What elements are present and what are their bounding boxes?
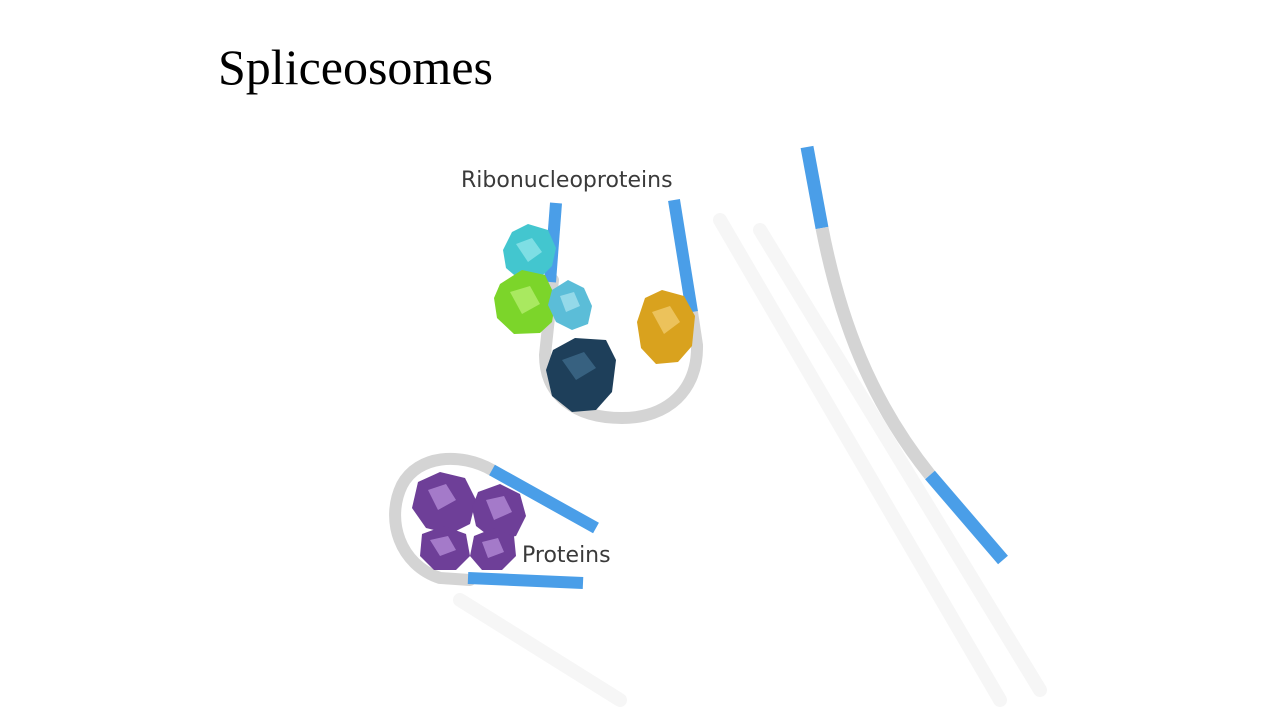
exon-segment-lower-top <box>489 464 599 534</box>
mrna-strand-right <box>800 145 1008 565</box>
protein-cluster <box>412 472 526 570</box>
intron-segment-right <box>815 226 936 480</box>
exon-segment-lower-bottom <box>467 572 584 589</box>
background-streaks <box>453 213 1047 707</box>
exon-segment-upper-right <box>668 199 698 313</box>
ribonucleoprotein-cluster <box>494 224 695 412</box>
exon-segment-right-bottom <box>925 470 1008 565</box>
label-proteins: Proteins <box>522 543 611 568</box>
intron-segment-lower <box>389 452 498 586</box>
exon-segment-right-top <box>800 145 829 230</box>
slide-title: Spliceosomes <box>218 39 493 95</box>
label-ribonucleoproteins: Ribonucleoproteins <box>461 168 673 193</box>
intron-loop-lower <box>389 452 599 589</box>
